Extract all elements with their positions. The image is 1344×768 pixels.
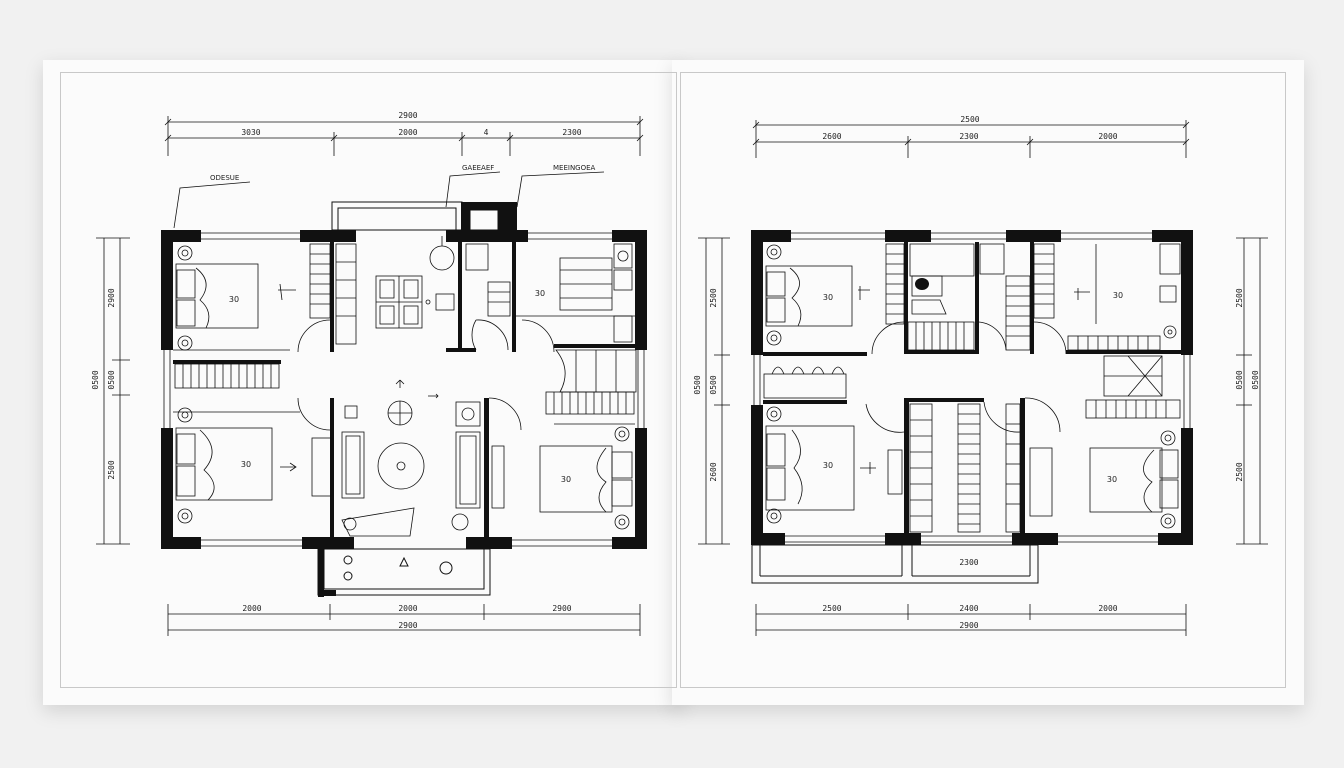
- left-room-dividers: [173, 315, 635, 425]
- right-dim-top-1: 2600: [822, 132, 841, 141]
- right-dim-center: 2300: [959, 558, 978, 567]
- right-bottom-dimensions: [755, 604, 1187, 636]
- left-bedroom-bottom: [175, 407, 297, 524]
- callout-label-1: ODESUE: [210, 174, 239, 182]
- left-dim-top-4: 2300: [562, 128, 581, 137]
- left-dim-bottom-1: 2000: [242, 604, 261, 613]
- right-dim-bottom-3: 2000: [1098, 604, 1117, 613]
- right-dim-left-2: 0500: [693, 375, 702, 394]
- left-callout-leaders: [173, 171, 605, 229]
- left-dim-top-3: 4: [484, 128, 489, 137]
- left-right-rooms: [491, 243, 633, 530]
- left-top-porch: [331, 201, 463, 231]
- left-floor-plan: 2900 3030 2000 4 2300 ODESUE GAEEAEF MEE…: [91, 111, 647, 636]
- callout-label-3: MEEINGOEA: [553, 164, 596, 172]
- right-bathroom: [909, 243, 1005, 315]
- right-sheet: [672, 60, 1304, 705]
- right-exterior-walls: [751, 230, 1193, 545]
- right-room-label-3: 30: [823, 461, 833, 470]
- left-dim-side-3: 0500: [107, 370, 116, 389]
- right-dim-top-3: 2000: [1098, 132, 1117, 141]
- callout-label-2: GAEEAEF: [462, 164, 494, 172]
- right-side-dimensions: [698, 237, 1268, 545]
- left-bottom-dimensions: [167, 604, 641, 636]
- right-dim-right-1: 2500: [1235, 288, 1244, 307]
- left-dim-side-1: 2900: [107, 288, 116, 307]
- left-dim-side-2: 0500: [91, 370, 100, 389]
- right-dim-top-2: 2300: [959, 132, 978, 141]
- left-room-label-2: 30: [241, 460, 251, 469]
- right-room-label-1: 30: [823, 293, 833, 302]
- left-windows: [163, 232, 645, 547]
- right-bedroom-top-right: [1074, 243, 1181, 339]
- left-bottom-porch: [317, 548, 491, 597]
- right-bottom-terrace: [751, 544, 1039, 584]
- right-stairs-group: [763, 243, 1181, 533]
- right-dim-left-3: 0500: [709, 375, 718, 394]
- right-door-swings: [865, 321, 1067, 433]
- left-bedroom-top: [175, 245, 296, 351]
- left-sheet-border: [60, 72, 677, 688]
- left-top-dimensions: [164, 116, 644, 156]
- left-room-label-1: 30: [229, 295, 239, 304]
- left-side-dimensions: [96, 237, 130, 545]
- bench-slats: [182, 364, 272, 388]
- right-dim-right-3: 0500: [1251, 370, 1260, 389]
- left-exterior-walls: [161, 230, 647, 549]
- right-bedroom-top-left: [765, 244, 870, 346]
- chimney-opening: [469, 209, 499, 231]
- right-dim-right-2: 0500: [1235, 370, 1244, 389]
- right-interior-walls: [763, 242, 1181, 533]
- right-top-dimensions: [752, 120, 1190, 158]
- left-dim-bottom-2: 2000: [398, 604, 417, 613]
- right-bedroom-bottom-left: [765, 406, 903, 524]
- right-dim-left-4: 2600: [709, 462, 718, 481]
- right-dim-right-4: 2500: [1235, 462, 1244, 481]
- left-door-swings: [297, 319, 555, 431]
- right-room-label-2: 30: [1113, 291, 1123, 300]
- right-sheet-border: [680, 72, 1286, 688]
- left-living-area: [311, 379, 481, 537]
- left-dim-top-overall: 2900: [398, 111, 417, 120]
- left-room-label-4: 30: [561, 475, 571, 484]
- right-dim-top-overall: 2500: [960, 115, 979, 124]
- right-floor-plan: 2500 2600 2300 2000 2500 0500 0500 2600 …: [693, 115, 1268, 636]
- left-dim-bottom-3: 2900: [552, 604, 571, 613]
- right-windows: [753, 232, 1191, 543]
- right-dim-bottom-1: 2500: [822, 604, 841, 613]
- right-bedroom-bottom-right: [1029, 430, 1179, 529]
- left-dim-side-4: 2500: [107, 460, 116, 479]
- left-dining-area: [375, 236, 489, 329]
- left-room-label-3: 30: [535, 289, 545, 298]
- right-dim-left-1: 2500: [709, 288, 718, 307]
- right-dim-bottom-overall: 2900: [959, 621, 978, 630]
- left-stairs-group: [174, 243, 637, 415]
- right-dim-bottom-2: 2400: [959, 604, 978, 613]
- left-dim-top-1: 3030: [241, 128, 260, 137]
- left-dim-top-2: 2000: [398, 128, 417, 137]
- right-room-label-4: 30: [1107, 475, 1117, 484]
- left-dim-bottom-overall: 2900: [398, 621, 417, 630]
